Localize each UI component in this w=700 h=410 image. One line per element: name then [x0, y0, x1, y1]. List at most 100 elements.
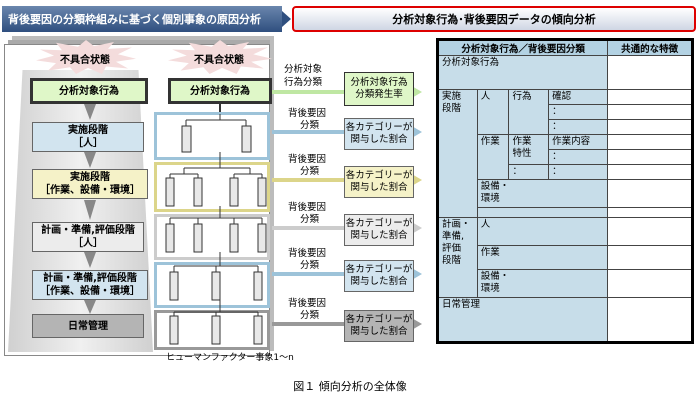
stage-plan-person-l1: 計画・準備,評価段階: [41, 225, 135, 236]
flow-label-action-1: 分析対象: [284, 64, 323, 75]
stage-box-action-label: 分析対象行為: [59, 85, 119, 97]
exec-work-content-feature: [607, 134, 693, 150]
exec-action-cell: 行為: [508, 89, 550, 135]
exec-spacer: [476, 207, 609, 218]
stage-plan-work-l1: 計画・準備,評価段階: [43, 273, 137, 284]
stage-daily-label: 日常管理: [68, 320, 108, 332]
flow-arrow-3: [272, 226, 412, 230]
stage-plan-work-l2: ［作業、設備・環境］: [40, 286, 140, 297]
cat-box-2-l1: 各カテゴリーが: [345, 170, 413, 181]
exec-equip-cell: 設備・ 環境: [476, 179, 609, 208]
flow-label-1b: 分類: [300, 120, 320, 131]
header-arrow: [282, 11, 291, 27]
stage-box-exec-work: 実施段階 ［作業、設備・環境］: [32, 169, 148, 199]
cat-box-5: 各カテゴリーが 関与した割合: [344, 310, 414, 342]
cat-box-5-l1: 各カテゴリーが: [345, 314, 413, 325]
exec-dots-1-feature: [607, 104, 693, 120]
center-line: [219, 104, 221, 114]
exec-dots-1: ：: [548, 104, 609, 120]
stage-box-daily: 日常管理: [32, 314, 144, 338]
rate-box-l1: 分析対象行為: [350, 77, 408, 88]
flow-label-1a: 背後要因: [288, 108, 327, 119]
burst-center-label: 不具合状態: [194, 55, 244, 66]
exec-work-char-cell: 作業 特性: [508, 134, 550, 165]
exec-confirm-feature: [607, 89, 693, 105]
flow-label-action-2: 行為分類: [284, 77, 323, 88]
plan-person-cell: 人: [476, 217, 609, 246]
flow-arrow-4: [272, 272, 412, 276]
exec-dots-4: ：: [508, 164, 550, 180]
table-header-category: 分析対象行為／背後要因分類: [436, 39, 609, 56]
stage-exec-person-l1: 実施段階: [68, 125, 108, 136]
exec-equip-feature: [607, 179, 693, 208]
exec-spacer-feature: [607, 207, 693, 218]
plan-equip-cell: 設備・ 環境: [476, 269, 609, 298]
plan-work-feature: [607, 245, 693, 270]
flow-label-4b: 分類: [300, 260, 320, 271]
stage-box-exec-person: 実施段階 ［人］: [32, 122, 144, 152]
cat-box-1-l1: 各カテゴリーが: [345, 122, 413, 133]
left-footer-label: ヒューマンファクター事象1～n: [166, 353, 294, 363]
down-arrow-2: [84, 152, 96, 168]
center-action-box: 分析対象行為: [168, 78, 272, 104]
exec-work-content-cell: 作業内容: [548, 134, 609, 150]
exec-person-cell: 人: [476, 89, 510, 135]
cat-box-4-l2: 関与した割合: [350, 276, 408, 287]
daily-cell: 日常管理: [436, 297, 609, 343]
exec-dots-2-feature: [607, 119, 693, 135]
cat-box-2-l2: 関与した割合: [350, 182, 408, 193]
figure-caption: 図１ 傾向分析の全体像: [293, 380, 407, 393]
exec-dots-4-feature: [607, 164, 693, 180]
table-header-feature: 共通的な特徴: [607, 39, 693, 56]
stage-plan-cell: 計画・ 準備, 評価 段階: [437, 217, 478, 298]
down-arrow-5: [84, 300, 96, 314]
daily-feature: [607, 297, 693, 343]
flow-arrow-2: [272, 178, 412, 182]
flow-label-5a: 背後要因: [288, 298, 327, 309]
rate-box: 分析対象行為 分類発生率: [344, 72, 414, 106]
stage-box-action: 分析対象行為: [30, 78, 148, 104]
stage-exec-person-l2: ［人］: [73, 138, 103, 149]
exec-dots-4b: ：: [548, 164, 609, 180]
stage-exec-cell: 実施 段階: [437, 89, 478, 218]
flow-label-2a: 背後要因: [288, 154, 327, 165]
cat-box-5-l2: 関与した割合: [350, 326, 408, 337]
rate-box-l2: 分類発生率: [355, 89, 403, 100]
cat-box-1-l2: 関与した割合: [350, 134, 408, 145]
row-action: 分析対象行為: [436, 55, 609, 90]
down-arrow-1: [84, 104, 96, 120]
cat-box-4: 各カテゴリーが 関与した割合: [344, 260, 414, 292]
plan-equip-feature: [607, 269, 693, 298]
exec-dots-3: ：: [548, 149, 609, 165]
cat-box-3: 各カテゴリーが 関与した割合: [344, 214, 414, 246]
down-arrow-4: [84, 252, 96, 268]
flow-arrow-1: [272, 130, 412, 134]
exec-confirm-cell: 確認: [548, 89, 609, 105]
cat-box-1: 各カテゴリーが 関与した割合: [344, 118, 414, 150]
exec-work-cell: 作業: [476, 134, 510, 180]
left-gray-band: [8, 70, 153, 352]
flow-label-3b: 分類: [300, 214, 320, 225]
header-right-tab: 分析対象行為･背後要因データの傾向分析: [292, 6, 696, 32]
flow-label-4a: 背後要因: [288, 248, 327, 259]
stage-box-plan-person: 計画・準備,評価段階 ［人］: [32, 222, 144, 252]
stage-plan-person-l2: ［人］: [73, 238, 103, 249]
stage-exec-work-l1: 実施段階: [70, 172, 110, 183]
center-action-label: 分析対象行為: [190, 85, 250, 97]
stage-box-plan-work: 計画・準備,評価段階 ［作業、設備・環境］: [32, 270, 148, 300]
flow-arrow-5: [272, 322, 412, 326]
flow-label-2b: 分類: [300, 166, 320, 177]
cat-box-3-l2: 関与した割合: [350, 230, 408, 241]
trend-table: 分析対象行為／背後要因分類 共通的な特徴 分析対象行為 実施 段階 人 行為 確…: [436, 38, 694, 344]
down-arrow-3: [84, 200, 96, 220]
cat-box-2: 各カテゴリーが 関与した割合: [344, 166, 414, 198]
header-left-tab: 背後要因の分類枠組みに基づく個別事象の原因分析: [2, 6, 282, 32]
plan-work-cell: 作業: [476, 245, 609, 270]
exec-dots-3-feature: [607, 149, 693, 165]
cat-box-4-l1: 各カテゴリーが: [345, 264, 413, 275]
flow-label-3a: 背後要因: [288, 202, 327, 213]
burst-left-label: 不具合状態: [60, 55, 110, 66]
cat-box-3-l1: 各カテゴリーが: [345, 218, 413, 229]
stage-exec-work-l2: ［作業、設備・環境］: [40, 185, 140, 196]
plan-person-feature: [607, 217, 693, 246]
